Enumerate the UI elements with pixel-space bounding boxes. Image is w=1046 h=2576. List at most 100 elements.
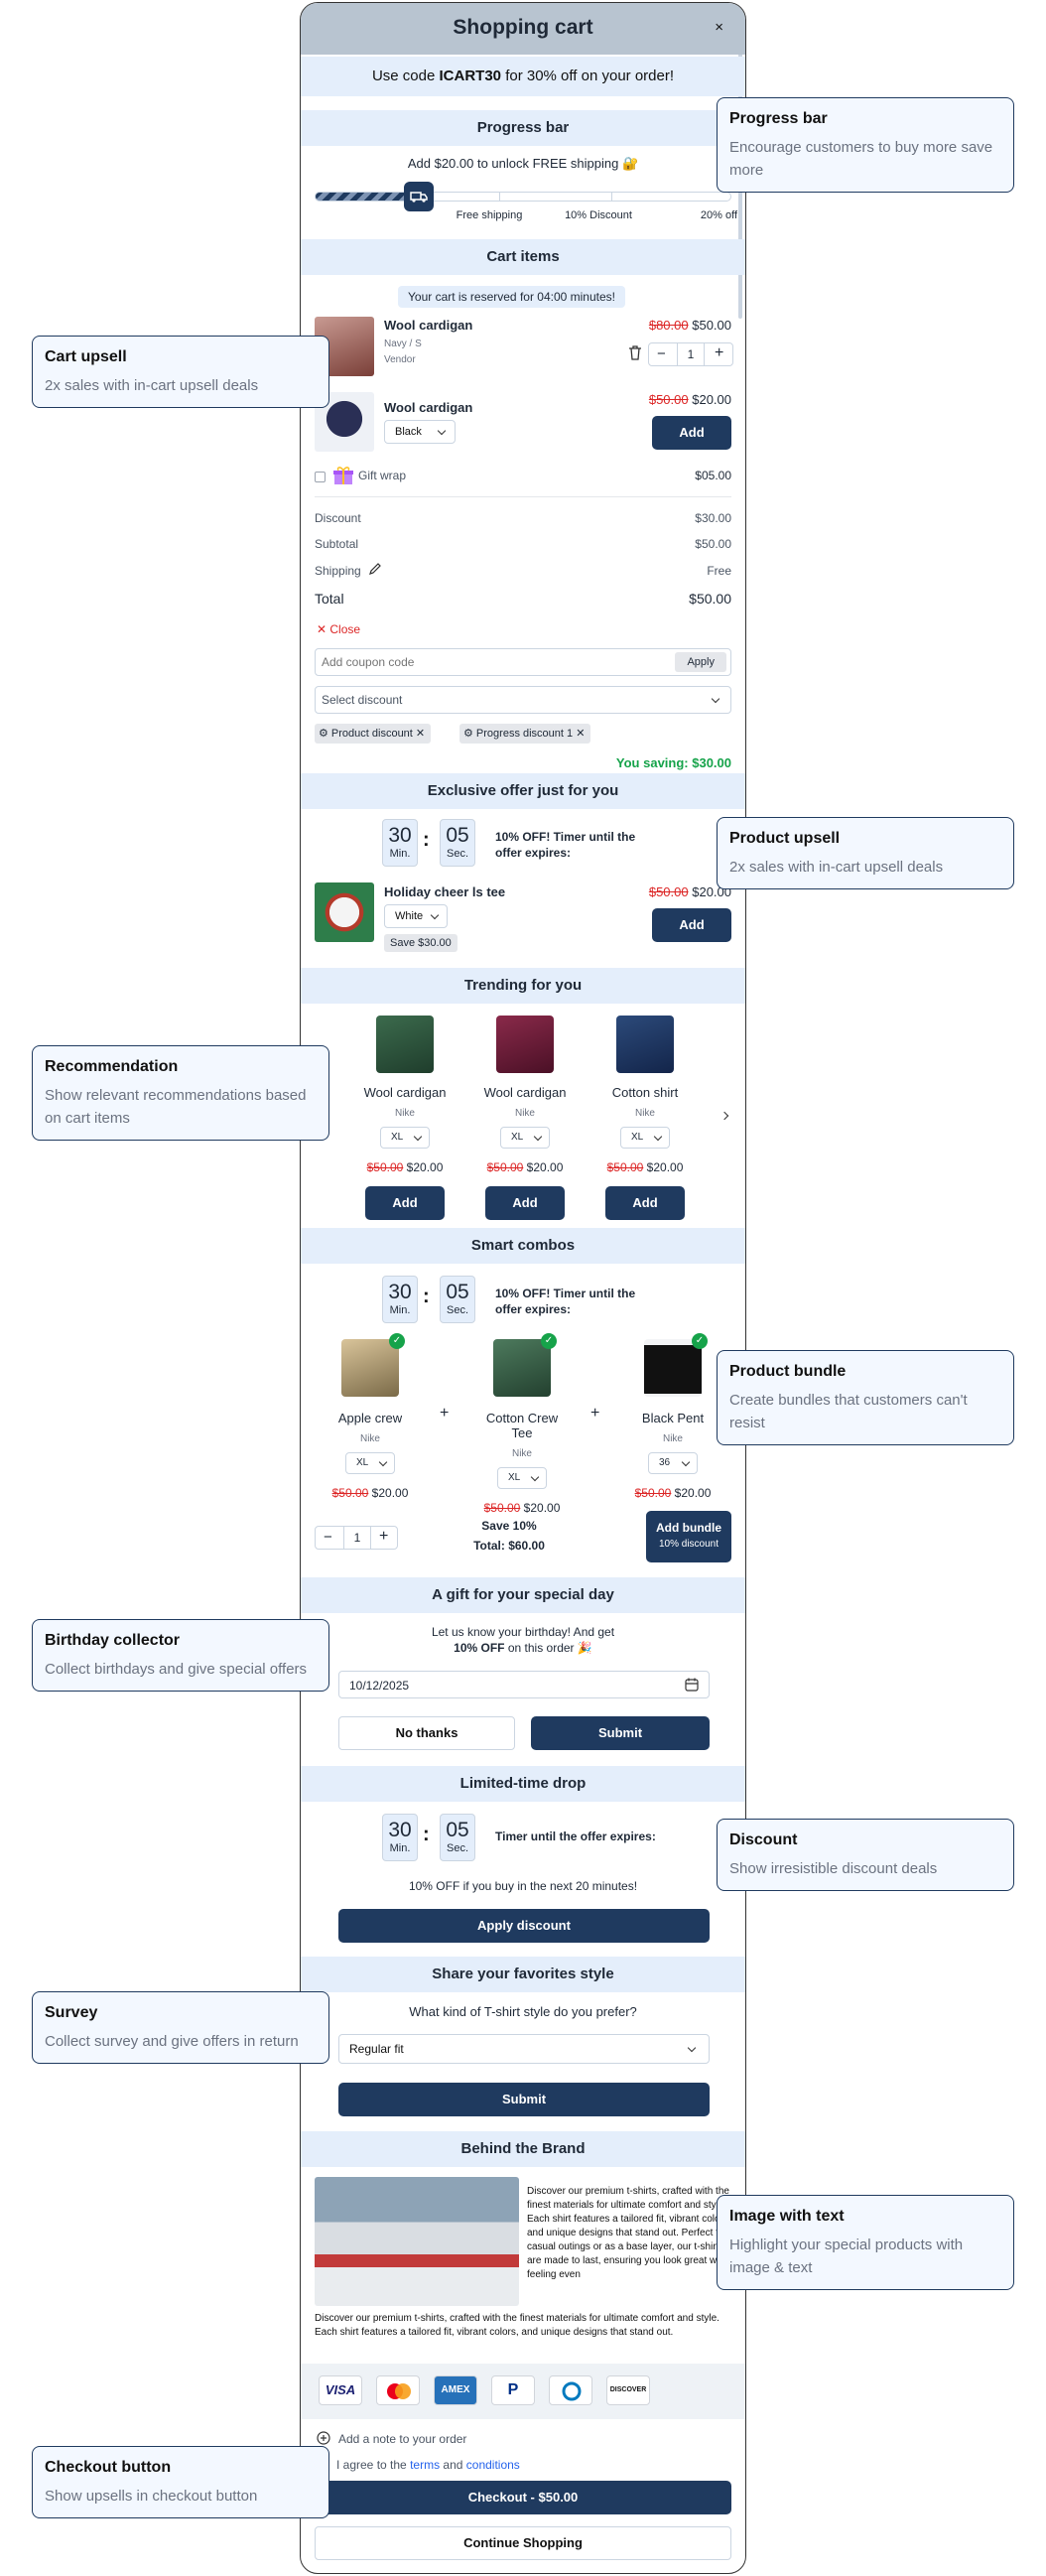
card-add-button[interactable]: Add — [365, 1186, 445, 1220]
size-select[interactable]: XL — [380, 1127, 430, 1149]
plus-icon: + — [590, 1405, 600, 1422]
milestone-label: 20% off — [700, 209, 737, 221]
size-select[interactable]: XL — [500, 1127, 550, 1149]
item-name: Wool cardigan — [384, 318, 473, 333]
pencil-icon[interactable] — [368, 562, 382, 576]
progress-message: Add $20.00 to unlock FREE shipping 🔐 — [407, 156, 639, 171]
check-icon: ✓ — [692, 1333, 708, 1349]
plus-button[interactable]: + — [379, 1528, 389, 1545]
card-add-button[interactable]: Add — [485, 1186, 565, 1220]
calendar-icon[interactable] — [685, 1678, 699, 1692]
terms-link[interactable]: terms — [410, 2458, 441, 2472]
minus-button[interactable]: − — [324, 1529, 332, 1546]
tag-icon: ⚙ — [463, 728, 476, 740]
quantity-value[interactable]: 1 — [677, 343, 705, 365]
tag-icon: ⚙ — [319, 728, 331, 740]
chevron-down-icon — [530, 1472, 540, 1482]
checkout-button[interactable]: Checkout - $50.00 — [315, 2481, 731, 2514]
continue-shopping-button[interactable]: Continue Shopping — [315, 2526, 731, 2560]
birthday-submit-button[interactable]: Submit — [531, 1716, 710, 1750]
add-note-link[interactable]: Add a note to your order — [338, 2432, 467, 2446]
payment-methods: VISA AMEX P DISCOVER — [301, 2364, 745, 2419]
trash-icon[interactable] — [628, 344, 642, 360]
subtotal-value: $50.00 — [695, 537, 731, 551]
size-select[interactable]: 36 — [648, 1452, 698, 1474]
survey-submit-button[interactable]: Submit — [338, 2083, 710, 2116]
add-bundle-button[interactable]: Add bundle 10% discount — [646, 1511, 731, 1562]
progress-fill — [316, 193, 420, 201]
brand-side-text: Discover our premium t-shirts, crafted w… — [527, 2186, 732, 2280]
saving-text: You saving: $30.00 — [615, 755, 731, 770]
conditions-link[interactable]: conditions — [465, 2458, 520, 2472]
quantity-stepper[interactable]: − 1 + — [648, 342, 733, 366]
close-coupon-link[interactable]: ✕ Close — [317, 622, 361, 636]
section-exclusive-offer: Exclusive offer just for you — [301, 773, 745, 809]
truck-icon — [403, 182, 434, 211]
subtotal-label: Subtotal — [315, 537, 359, 551]
giftwrap-checkbox[interactable] — [315, 472, 326, 482]
minus-button[interactable]: − — [657, 345, 666, 362]
close-icon[interactable]: × — [715, 19, 723, 36]
no-thanks-button[interactable]: No thanks — [338, 1716, 515, 1750]
card-brand: Nike — [514, 1108, 535, 1119]
mastercard-icon — [376, 2375, 420, 2405]
card-name: Wool cardigan — [363, 1085, 447, 1100]
card-price: $50.00 $20.00 — [483, 1501, 561, 1515]
section-limited-drop: Limited-time drop — [301, 1766, 745, 1802]
birthday-text: 10% OFF on this order 🎉 — [454, 1641, 592, 1655]
upsell-price: $50.00 $20.00 — [648, 392, 731, 407]
size-select[interactable]: XL — [345, 1452, 395, 1474]
coupon-field[interactable]: Apply — [315, 648, 731, 676]
card-price: $50.00 $20.00 — [366, 1160, 444, 1174]
chevron-down-icon — [711, 694, 720, 704]
discover-icon: DISCOVER — [606, 2375, 650, 2405]
card-brand: Nike — [511, 1448, 532, 1459]
product-image: ✓ — [644, 1333, 708, 1397]
section-survey: Share your favorites style — [301, 1957, 745, 1992]
offer-variant-select[interactable]: White — [384, 904, 448, 928]
remove-tag-icon[interactable]: ✕ — [412, 728, 426, 740]
brand-body-text: Discover our premium t-shirts, crafted w… — [315, 2313, 719, 2338]
card-price: $50.00 $20.00 — [634, 1486, 712, 1500]
add-note-icon[interactable] — [317, 2431, 330, 2445]
survey-select[interactable]: Regular fit — [338, 2034, 710, 2064]
chevron-right-icon[interactable] — [719, 1106, 729, 1124]
coupon-input[interactable] — [322, 653, 619, 671]
upsell-add-button[interactable]: Add — [652, 416, 731, 450]
item-price: $80.00 $50.00 — [648, 318, 731, 333]
apply-discount-button[interactable]: Apply discount — [338, 1909, 710, 1943]
bundle-save: Save 10% — [481, 1519, 537, 1533]
discount-select[interactable]: Select discount — [315, 686, 731, 714]
birthday-text: Let us know your birthday! And get — [431, 1625, 615, 1639]
offer-add-button[interactable]: Add — [652, 908, 731, 942]
timer-note: 10% OFF! Timer until the offer expires: — [495, 830, 636, 860]
remove-tag-icon[interactable]: ✕ — [573, 728, 586, 740]
agree-text: I agree to the terms and conditions — [336, 2458, 520, 2472]
quantity-value[interactable]: 1 — [343, 1527, 371, 1549]
card-name: Black Pent — [641, 1411, 705, 1425]
section-behind-brand: Behind the Brand — [301, 2131, 745, 2167]
promo-code: ICART30 — [439, 68, 502, 84]
card-add-button[interactable]: Add — [605, 1186, 685, 1220]
bundle-quantity-stepper[interactable]: − 1 + — [315, 1526, 398, 1550]
size-select[interactable]: XL — [620, 1127, 670, 1149]
cart-drawer: Shopping cart × Use code ICART30 for 30%… — [300, 2, 746, 2574]
upsell-variant-select[interactable]: Black — [384, 420, 456, 444]
birthday-date-input[interactable]: 10/12/2025 — [338, 1671, 710, 1698]
chevron-down-icon — [681, 1457, 691, 1467]
plus-button[interactable]: + — [715, 344, 724, 361]
chevron-down-icon — [378, 1457, 388, 1467]
discount-tag: ⚙ Product discount ✕ — [315, 724, 432, 744]
apply-coupon-button[interactable]: Apply — [675, 652, 726, 672]
drop-text: 10% OFF if you buy in the next 20 minute… — [408, 1879, 638, 1893]
size-select[interactable]: XL — [497, 1467, 547, 1489]
survey-question: What kind of T-shirt style do you prefer… — [409, 2004, 637, 2019]
chevron-down-icon — [413, 1132, 423, 1142]
discount-label: Discount — [315, 511, 361, 525]
total-label: Total — [315, 591, 344, 607]
section-smart-combos: Smart combos — [301, 1228, 745, 1264]
